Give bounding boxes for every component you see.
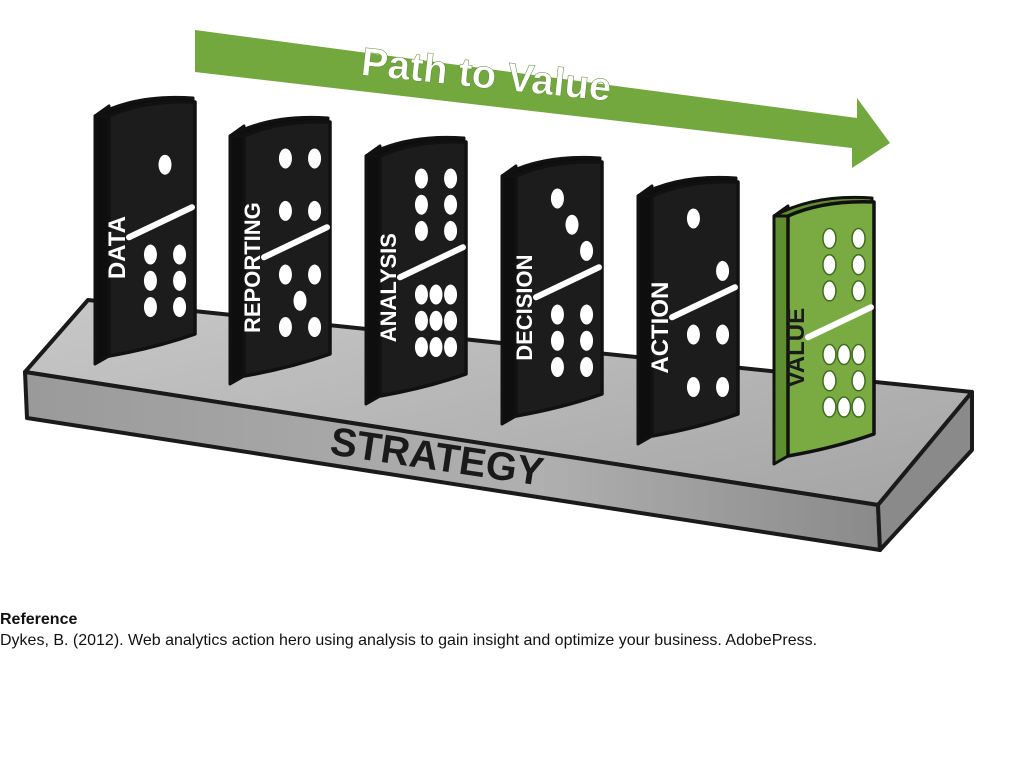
- reference-block: Reference Dykes, B. (2012). Web analytic…: [0, 610, 1020, 652]
- domino-divider: [261, 224, 330, 261]
- domino-pip: [308, 200, 322, 221]
- domino-pip: [836, 343, 852, 366]
- domino-pip: [414, 220, 428, 241]
- domino-pip: [550, 304, 564, 325]
- platform-side: [876, 390, 974, 552]
- domino-pip: [444, 337, 458, 358]
- domino-pip: [444, 284, 458, 305]
- domino-value: VALUE: [772, 195, 876, 466]
- domino-pip: [278, 264, 292, 285]
- domino-pip: [851, 396, 866, 418]
- domino-pip: [293, 290, 307, 311]
- domino-pip: [429, 284, 443, 305]
- domino-data: DATA: [93, 95, 197, 366]
- domino-pip: [580, 304, 594, 325]
- domino-pip: [143, 297, 157, 318]
- domino-divider: [533, 264, 602, 301]
- domino-label: DATA: [104, 216, 131, 279]
- domino-pip: [851, 227, 866, 250]
- domino-pip: [851, 280, 866, 302]
- domino-pip: [158, 154, 172, 175]
- domino-pip: [308, 264, 322, 285]
- domino-pip: [278, 200, 292, 221]
- domino-pip: [278, 148, 292, 169]
- domino-pip: [851, 343, 866, 366]
- domino-pip: [173, 244, 187, 265]
- domino-pip: [822, 396, 837, 418]
- domino-label: ACTION: [647, 282, 674, 374]
- domino-pip: [173, 270, 187, 291]
- domino-divider: [126, 204, 195, 241]
- domino-pip: [308, 148, 322, 169]
- domino-pip: [580, 357, 594, 378]
- domino-pip: [822, 253, 837, 276]
- domino-pip: [414, 168, 428, 189]
- domino-pip: [686, 377, 700, 398]
- domino-pip: [550, 357, 564, 378]
- domino-pip: [565, 214, 579, 235]
- domino-pip: [716, 377, 730, 398]
- domino-pip: [444, 310, 458, 331]
- domino-pip: [822, 280, 837, 302]
- domino-pip: [143, 244, 157, 265]
- domino-pip: [429, 310, 443, 331]
- domino-pip: [822, 370, 837, 392]
- domino-pip: [836, 396, 852, 418]
- domino-pip: [686, 324, 700, 345]
- domino-label: ANALYSIS: [376, 233, 401, 342]
- domino-pip: [851, 370, 866, 392]
- domino-pip: [429, 337, 443, 358]
- domino-pip: [851, 253, 866, 276]
- domino-pip: [308, 317, 322, 338]
- domino-label: VALUE: [783, 308, 810, 388]
- domino-pip: [716, 324, 730, 345]
- domino-divider: [805, 304, 874, 341]
- domino-decision: DECISION: [500, 155, 604, 426]
- domino-pip: [550, 188, 564, 209]
- domino-label: REPORTING: [240, 202, 265, 333]
- domino-pip: [444, 194, 458, 215]
- domino-reporting: REPORTING: [228, 115, 332, 386]
- reference-text: Dykes, B. (2012). Web analytics action h…: [0, 632, 818, 649]
- domino-pip: [414, 194, 428, 215]
- domino-label: DECISION: [512, 254, 537, 360]
- domino-pip: [580, 330, 594, 351]
- arrow-shape: [195, 30, 890, 168]
- domino-pip: [143, 270, 157, 291]
- domino-pip: [580, 240, 594, 261]
- domino-pip: [444, 168, 458, 189]
- domino-pip: [686, 208, 700, 229]
- domino-divider: [669, 284, 738, 321]
- domino-pip: [822, 343, 837, 366]
- domino-analysis: ANALYSIS: [364, 135, 468, 406]
- domino-pip: [414, 337, 428, 358]
- reference-heading: Reference: [0, 611, 78, 628]
- dominoes: DATA REPORTING ANALYSIS DECISION ACTION VALUE: [93, 95, 876, 466]
- domino-pip: [414, 284, 428, 305]
- domino-pip: [414, 310, 428, 331]
- domino-pip: [716, 260, 730, 281]
- domino-pip: [444, 220, 458, 241]
- domino-pip: [822, 227, 837, 250]
- domino-pip: [550, 330, 564, 351]
- domino-pip: [173, 297, 187, 318]
- domino-pip: [278, 317, 292, 338]
- domino-divider: [397, 244, 466, 281]
- domino-action: ACTION: [636, 175, 740, 446]
